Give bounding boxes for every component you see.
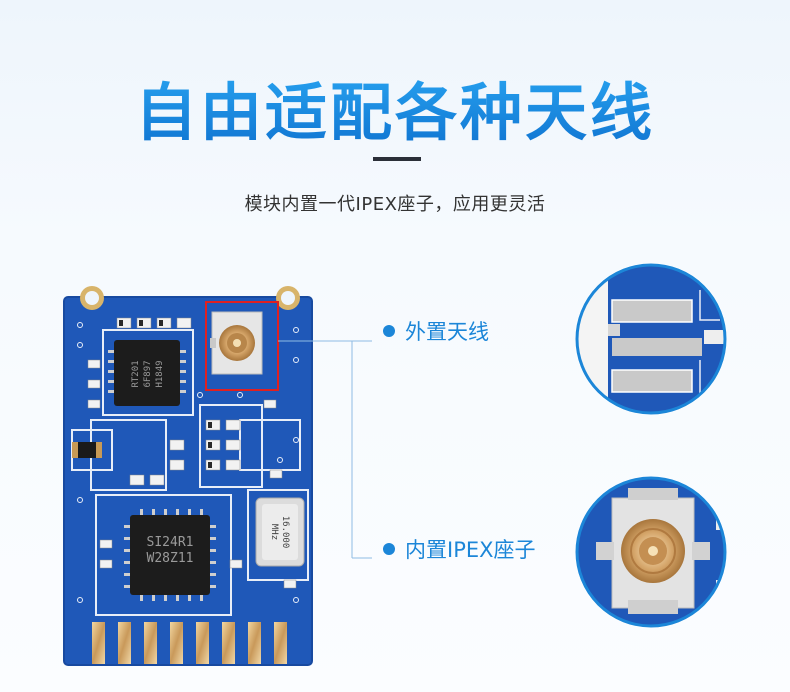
callout-external-antenna: 外置天线 bbox=[383, 316, 489, 346]
callout-lines bbox=[278, 340, 372, 559]
mcu-chip: SI24R1 W28Z11 bbox=[124, 509, 216, 601]
rf-chip-marking-1: RT201 bbox=[131, 360, 141, 387]
bullet-icon bbox=[383, 543, 395, 555]
edge-pads bbox=[92, 622, 287, 664]
callout-label: 内置IPEX座子 bbox=[405, 538, 536, 562]
crystal-oscillator: 16.000 MHz bbox=[255, 497, 305, 567]
callout-ipex-connector: 内置IPEX座子 bbox=[383, 534, 536, 564]
page-subtitle: 模块内置一代IPEX座子，应用更灵活 bbox=[244, 194, 546, 215]
mcu-chip-marking-1: SI24R1 bbox=[147, 535, 194, 550]
ipex-connector-small bbox=[210, 311, 263, 375]
callout-label: 外置天线 bbox=[405, 320, 489, 344]
page-title: 自由适配各种天线 bbox=[0, 62, 790, 152]
rf-chip-marking-3: H1849 bbox=[155, 360, 165, 387]
highlight-box bbox=[205, 301, 279, 391]
crystal-marking-unit: MHz bbox=[269, 524, 279, 540]
bullet-icon bbox=[383, 325, 395, 337]
pcb-board bbox=[64, 297, 312, 665]
mcu-chip-marking-2: W28Z11 bbox=[147, 551, 194, 566]
rf-chip-marking-2: 6F897 bbox=[143, 360, 153, 387]
title-divider bbox=[373, 157, 421, 161]
zoom-ipex-connector bbox=[575, 476, 727, 628]
crystal-marking-freq: 16.000 bbox=[280, 516, 290, 549]
rf-chip: RT201 6F897 H1849 bbox=[108, 340, 186, 406]
pcb-module: RT201 6F897 H1849 bbox=[63, 286, 313, 666]
zoom-external-antenna bbox=[575, 263, 727, 415]
